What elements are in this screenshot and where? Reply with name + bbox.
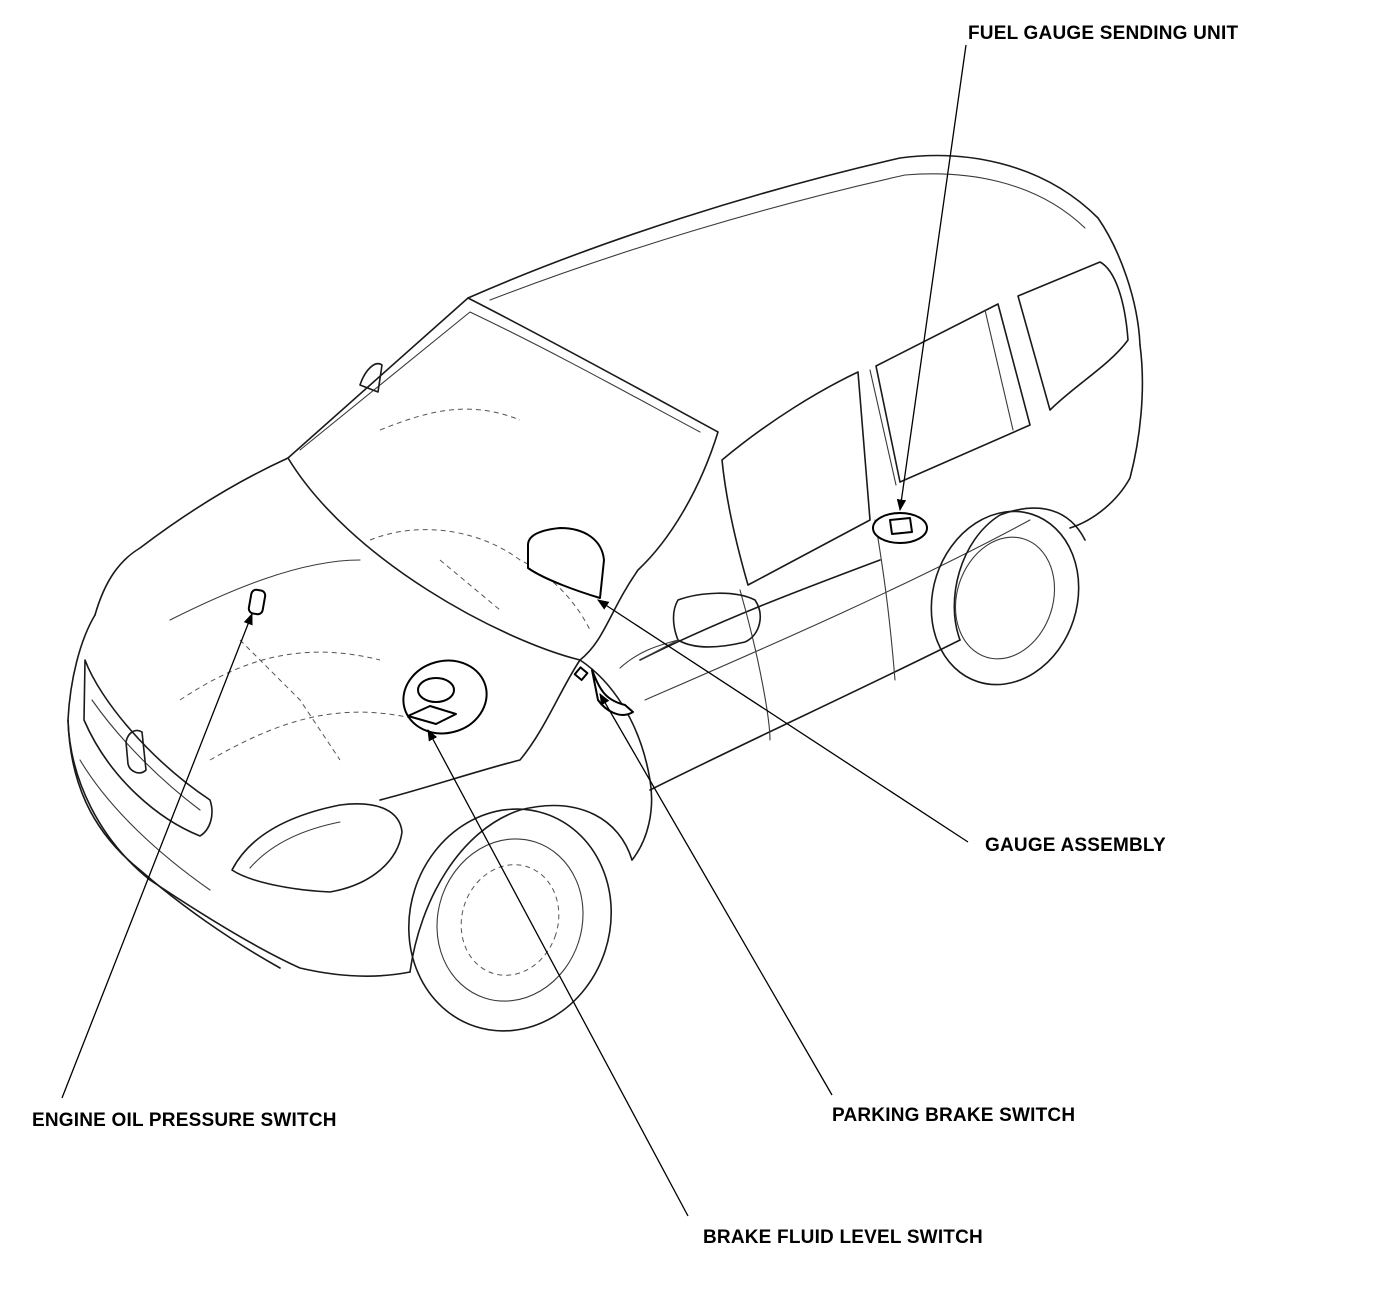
vehicle-body [67,154,1144,1032]
label-parking-brake-switch: PARKING BRAKE SWITCH [832,1105,1076,1126]
leader-engine-oil-pressure-switch [61,612,253,1099]
parking-brake-switch-part [573,666,634,716]
label-brake-fluid-level-switch: BRAKE FLUID LEVEL SWITCH [703,1227,983,1248]
gauge-assembly-part [527,527,605,599]
label-gauge-assembly: GAUGE ASSEMBLY [985,835,1166,856]
leader-brake-fluid-level-switch [427,728,689,1217]
brake-fluid-reservoir-part [402,659,488,735]
leader-gauge-assembly [597,599,969,843]
label-engine-oil-pressure-switch: ENGINE OIL PRESSURE SWITCH [32,1110,337,1131]
leader-fuel-gauge-sending-unit [896,44,967,512]
leader-parking-brake-switch [599,692,833,1096]
label-fuel-gauge-sending-unit: FUEL GAUGE SENDING UNIT [968,23,1239,44]
leader-lines [61,44,969,1217]
engine-oil-pressure-switch-part [247,588,267,616]
components [247,512,928,735]
fuel-gauge-sending-unit-part [872,512,928,544]
